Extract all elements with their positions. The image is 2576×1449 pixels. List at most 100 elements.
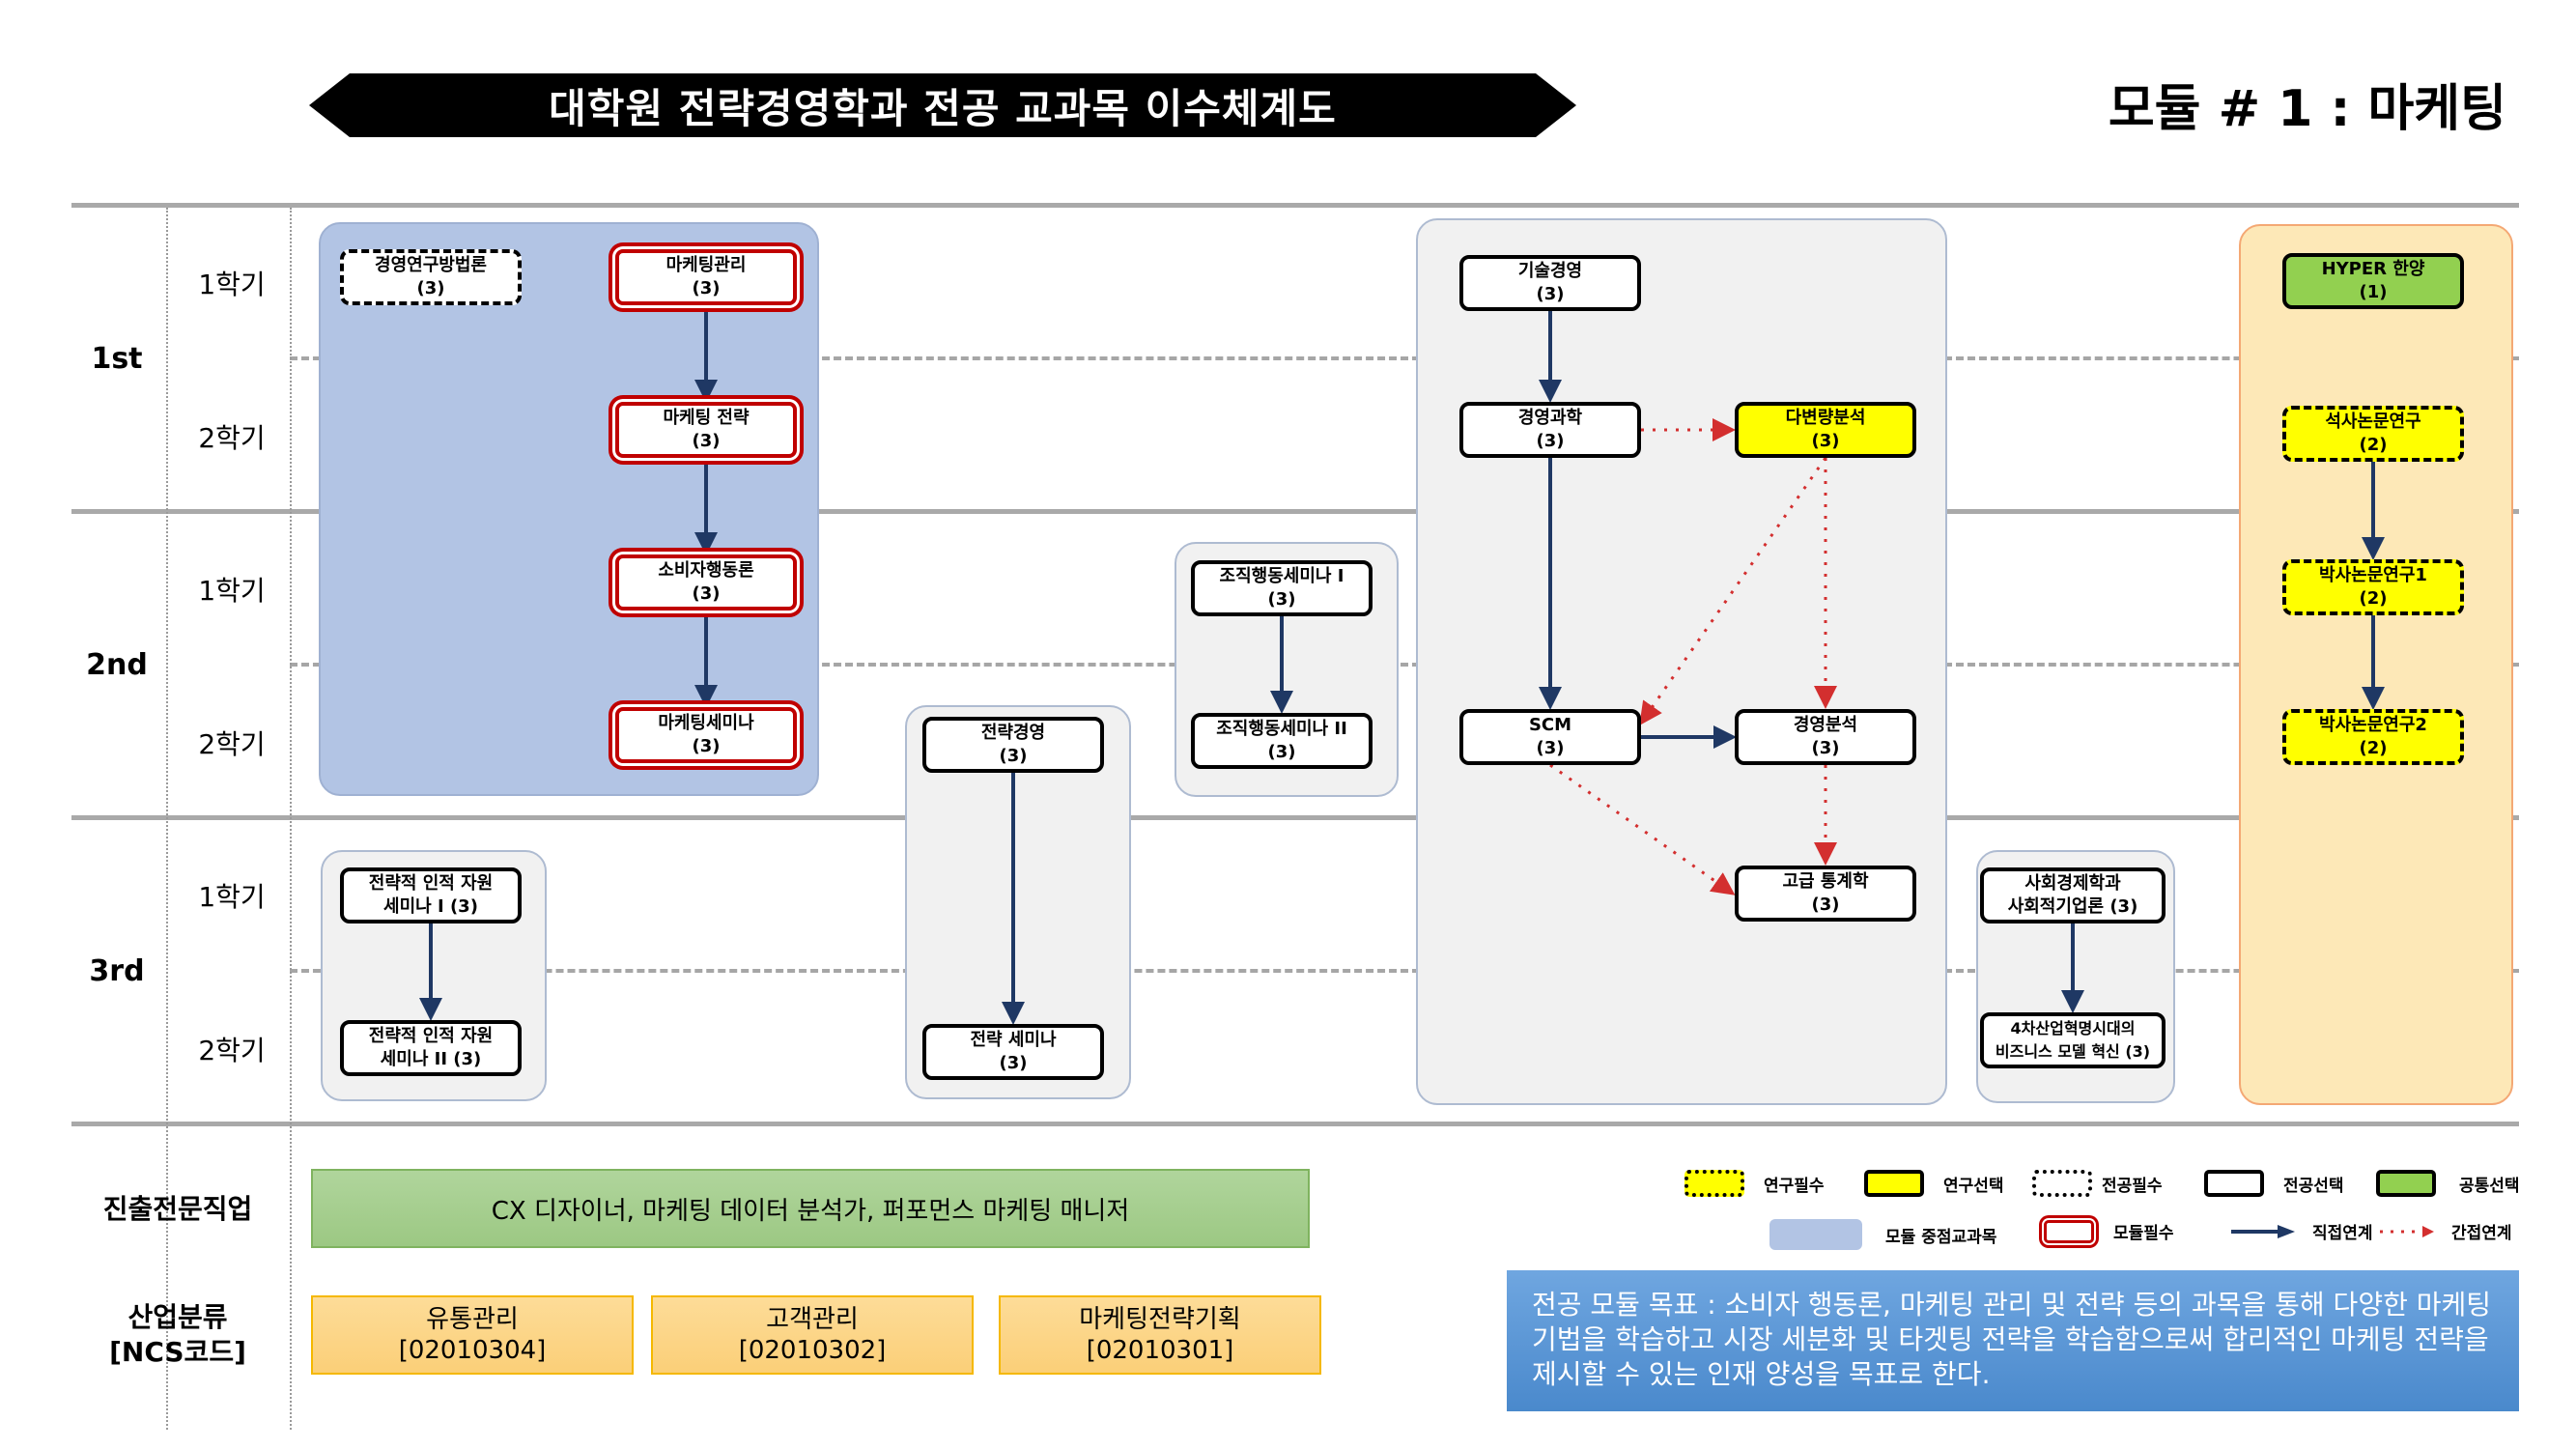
course-credits: (3) [1811, 738, 1840, 758]
legend-research-required: 연구필수 [1684, 1170, 1825, 1197]
industry-label: 산업분류 [NCS코드] [71, 1300, 284, 1370]
course-name: 석사논문연구 [2325, 412, 2421, 432]
semester-label: 2학기 [198, 422, 266, 454]
course-hyper[interactable]: HYPER 한양 (1) [2282, 253, 2464, 309]
legend-major-elective: 전공선택 [2204, 1170, 2344, 1197]
course-credits: (3) [1536, 284, 1565, 304]
legend-swatch [2032, 1170, 2092, 1197]
year-label: 3rd [89, 954, 145, 988]
course-tech-mgmt[interactable]: 기술경영 (3) [1459, 255, 1641, 311]
course-credits: 비즈니스 모델 혁신 (3) [1995, 1042, 2151, 1061]
legend-research-elective: 연구선택 [1864, 1170, 2004, 1197]
course-name: 박사논문연구2 [2319, 715, 2427, 735]
page-title: 대학원 전략경영학과 전공 교과목 이수체계도 [549, 84, 1337, 132]
course-credits: (3) [692, 583, 721, 604]
legend-swatch [1769, 1219, 1862, 1250]
course-name: 전략적 인적 자원 [368, 1026, 494, 1046]
legend-label: 모듈필수 [2113, 1224, 2174, 1243]
course-name: 조직행동세미나 I [1219, 566, 1345, 586]
year-divider [71, 203, 2519, 208]
course-name: 고급 통계학 [1782, 871, 1869, 892]
legend-swatch [2376, 1170, 2436, 1197]
course-name: 경영과학 [1517, 408, 1583, 428]
year-label: 2nd [86, 648, 148, 682]
course-name: 조직행동세미나 II [1216, 719, 1347, 739]
course-name: 경영분석 [1793, 715, 1858, 735]
course-credits: (2) [2359, 588, 2388, 609]
course-name: 다변량분석 [1785, 408, 1866, 428]
semester-divider [290, 969, 2519, 973]
course-org-behavior-1[interactable]: 조직행동세미나 I (3) [1191, 560, 1373, 616]
course-name: 마케팅세미나 [658, 713, 754, 733]
banner-shape [309, 73, 1576, 137]
course-org-behavior-2[interactable]: 조직행동세미나 II (3) [1191, 713, 1373, 769]
ncs-name: 고객관리 [766, 1305, 859, 1334]
career-label: 진출전문직업 [102, 1193, 253, 1225]
career-box: CX 디자이너, 마케팅 데이터 분석가, 퍼포먼스 마케팅 매니저 [311, 1169, 1310, 1248]
course-credits: (3) [416, 278, 445, 298]
course-strategy-seminar[interactable]: 전략 세미나(3) [922, 1024, 1104, 1080]
course-name: 전략경영 [980, 723, 1046, 743]
semester-label: 2학기 [198, 1035, 266, 1066]
year-divider [71, 1122, 2519, 1126]
course-group-analytics [1416, 218, 1947, 1105]
course-name: 기술경영 [1517, 261, 1583, 281]
legend-label: 전공선택 [2283, 1176, 2344, 1196]
course-credits: (3) [1267, 742, 1296, 762]
industry-label-line2: [NCS코드] [109, 1336, 246, 1368]
indirect-arrow-icon [2380, 1225, 2434, 1237]
indirect-link-arrow [1639, 457, 1827, 725]
course-phd-thesis-2[interactable]: 박사논문연구2(2) [2282, 709, 2464, 765]
ncs-code: [02010304] [398, 1336, 547, 1365]
course-credits: (3) [1267, 589, 1296, 610]
course-name: 사회경제학과 [2024, 873, 2121, 894]
course-credits: (1) [2359, 282, 2388, 302]
ncs-box: 마케팅전략기획[02010301] [999, 1295, 1321, 1375]
year-label: 1st [91, 342, 143, 376]
course-biz-analysis[interactable]: 경영분석 (3) [1735, 709, 1916, 765]
course-mgmt-science[interactable]: 경영과학(3) [1459, 402, 1641, 458]
course-research-methods[interactable]: 경영연구방법론 (3) [340, 249, 522, 305]
module-title: 모듈 # 1 : 마케팅 [2108, 80, 2506, 138]
course-name: 경영연구방법론 [375, 255, 487, 275]
course-credits: (3) [692, 736, 721, 756]
legend-indirect-link: 간접연계 [2380, 1219, 2512, 1243]
course-credits: 사회적기업론 (3) [2007, 896, 2138, 917]
course-credits: (2) [2359, 435, 2388, 455]
course-credits: (3) [692, 278, 721, 298]
semester-label: 1학기 [198, 575, 266, 607]
course-marketing-seminar[interactable]: 마케팅세미나 (3) [615, 707, 797, 763]
legend-module-required: 모듈필수 [2038, 1219, 2174, 1243]
legend-label: 모듈 중점교과목 [1885, 1227, 1997, 1247]
course-adv-stats[interactable]: 고급 통계학 (3) [1735, 866, 1916, 922]
legend-label: 공통선택 [2459, 1176, 2520, 1196]
legend-label: 직접연계 [2312, 1224, 2373, 1243]
course-strategic-mgmt[interactable]: 전략경영 (3) [922, 717, 1104, 773]
course-marketing-strategy[interactable]: 마케팅 전략(3) [615, 402, 797, 458]
course-consumer-behavior[interactable]: 소비자행동론(3) [615, 554, 797, 611]
legend-swatch [2044, 1219, 2094, 1243]
title-banner: 대학원 전략경영학과 전공 교과목 이수체계도 [309, 73, 1576, 137]
year-divider [71, 509, 2519, 514]
course-phd-thesis-1[interactable]: 박사논문연구1 (2) [2282, 559, 2464, 615]
course-name: HYPER 한양 [2321, 259, 2425, 279]
course-credits: (3) [1811, 895, 1840, 915]
year-divider [71, 815, 2519, 820]
semester-label: 1학기 [198, 881, 266, 913]
legend-swatch [1684, 1170, 1744, 1197]
course-multivariate[interactable]: 다변량분석(3) [1735, 402, 1916, 458]
course-credits: (3) [999, 746, 1028, 766]
column-divider [166, 208, 168, 1430]
course-master-thesis[interactable]: 석사논문연구 (2) [2282, 406, 2464, 462]
ncs-code: [02010301] [1086, 1336, 1234, 1365]
course-marketing-mgmt[interactable]: 마케팅관리(3) [615, 249, 797, 305]
ncs-box: 유통관리[02010304] [311, 1295, 634, 1375]
course-name: 박사논문연구1 [2319, 565, 2427, 585]
course-scm[interactable]: SCM(3) [1459, 709, 1641, 765]
semester-label: 2학기 [198, 728, 266, 760]
